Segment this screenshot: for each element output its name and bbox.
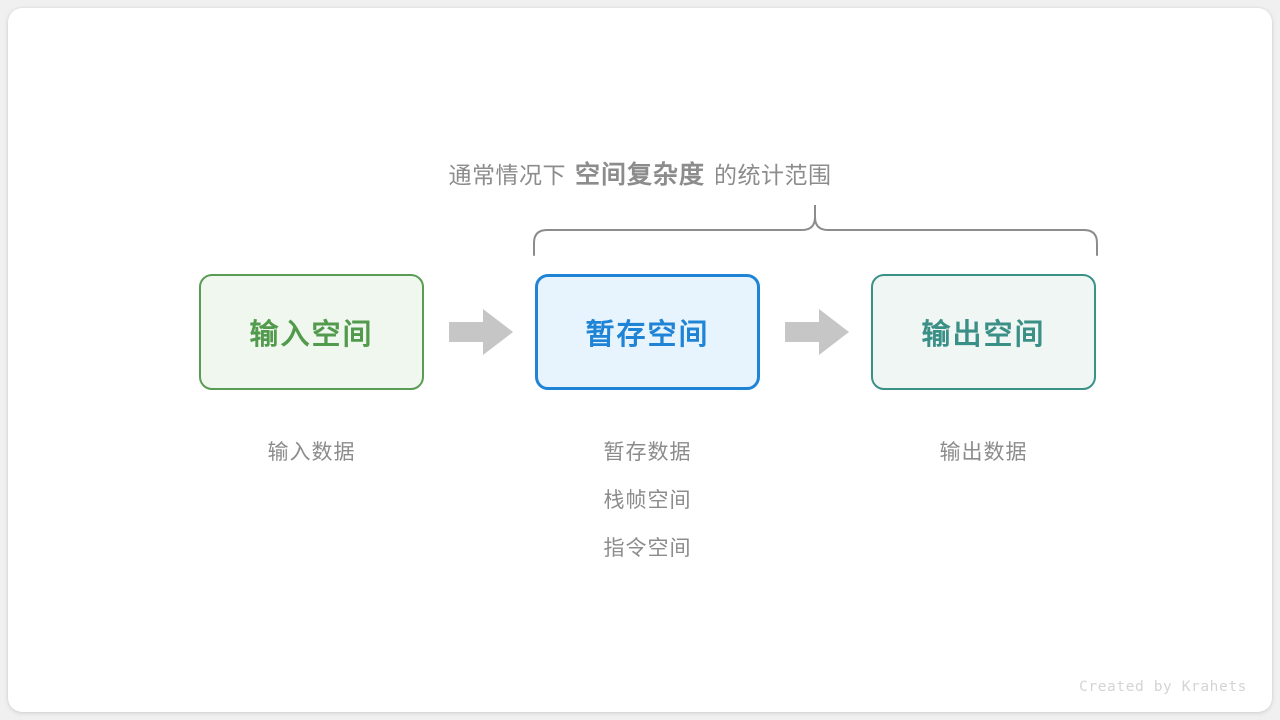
arrow-right-icon-1: [449, 309, 513, 355]
sublabel-item: 暂存数据: [603, 441, 692, 464]
sublabels-temp-space: 暂存数据 栈帧空间 指令空间: [535, 429, 760, 573]
caption-suffix: 的统计范围: [714, 162, 832, 188]
sublabel-item: 输出数据: [939, 441, 1028, 464]
brace: [523, 204, 1108, 256]
box-input-space[interactable]: 输入空间: [199, 274, 424, 390]
sublabel-item: 输入数据: [267, 441, 356, 464]
box-temp-space[interactable]: 暂存空间: [535, 274, 760, 390]
box-input-space-label: 输入空间: [249, 319, 374, 351]
brace-path: [533, 205, 1098, 256]
sublabel-item: 指令空间: [603, 537, 692, 560]
watermark: Created by Krahets: [1079, 679, 1247, 695]
arrow-shape: [785, 309, 849, 355]
box-temp-space-label: 暂存空间: [585, 319, 710, 351]
caption-prefix: 通常情况下: [448, 162, 566, 188]
arrow-right-icon-2: [785, 309, 849, 355]
box-output-space-label: 输出空间: [921, 319, 1046, 351]
caption-text: 通常情况下空间复杂度的统计范围: [8, 158, 1272, 192]
diagram-canvas: 通常情况下空间复杂度的统计范围 输入空间 暂存空间 输出空间 输入数据 暂存数据…: [8, 8, 1272, 712]
caption-emphasis: 空间复杂度: [574, 161, 705, 189]
sublabels-output-space: 输出数据: [871, 429, 1096, 477]
sublabel-item: 栈帧空间: [603, 489, 692, 512]
arrow-shape: [449, 309, 513, 355]
sublabels-input-space: 输入数据: [199, 429, 424, 477]
box-output-space[interactable]: 输出空间: [871, 274, 1096, 390]
